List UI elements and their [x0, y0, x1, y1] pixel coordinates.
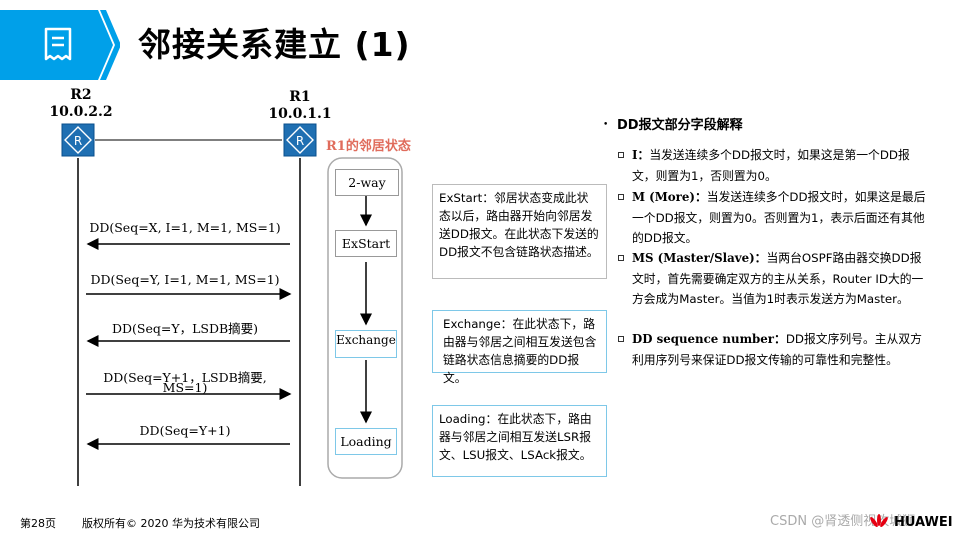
state-container	[327, 157, 403, 479]
info-box-exstart: ExStart：邻居状态变成此状态以后，路由器开始向邻居发送DD报文。在此状态下…	[432, 184, 607, 279]
brand-name: HUAWEI	[894, 515, 953, 530]
router-r2-name: R2	[70, 87, 92, 103]
field-ms-name: MS (Master/Slave)：	[632, 251, 767, 265]
field-i-desc: 当发送连续多个DD报文时，如果这是第一个DD报文，则置为1，否则置为0。	[632, 148, 910, 183]
router-r1-icon: R	[283, 123, 317, 157]
message-label-5: DD(Seq=Y+1)	[139, 423, 231, 438]
footer-copyright: 版权所有© 2020 华为技术有限公司	[82, 517, 260, 530]
document-list-icon	[44, 27, 72, 61]
title-banner	[0, 10, 120, 80]
message-label-4: DD(Seq=Y+1，LSDB摘要,	[103, 370, 267, 385]
message-label-4b: MS=1)	[162, 380, 208, 395]
message-label-1: DD(Seq=X, I=1, M=1, MS=1)	[89, 220, 281, 235]
field-seq-desc: DD报文序列号。主从双方利用序列号来保证DD报文传输的可靠性和完整性。	[632, 332, 922, 367]
field-ms-desc: 当两台OSPF路由器交换DD报文时，首先需要确定双方的主从关系，Router I…	[632, 251, 924, 306]
field-m: M (More)：当发送连续多个DD报文时，如果这是最后一个DD报文，则置为0。…	[618, 187, 928, 249]
svg-text:R: R	[296, 134, 304, 148]
svg-text:R: R	[74, 134, 82, 148]
page-title: 邻接关系建立 (1)	[138, 25, 411, 64]
message-label-3: DD(Seq=Y，LSDB摘要)	[111, 321, 259, 336]
explain-heading: DD报文部分字段解释	[617, 118, 743, 133]
info-box-loading: Loading：在此状态下，路由器与邻居之间相互发送LSR报文、LSU报文、LS…	[432, 405, 607, 477]
huawei-logo-icon	[870, 514, 888, 528]
state-2way: 2-way	[335, 169, 399, 196]
field-seq-name: DD sequence number：	[632, 332, 786, 346]
field-ms: MS (Master/Slave)：当两台OSPF路由器交换DD报文时，首先需要…	[618, 248, 928, 310]
bullet-dot: •	[603, 120, 609, 130]
router-r1-ip: 10.0.1.1	[268, 106, 332, 122]
info-box-exchange: Exchange：在此状态下，路由器与邻居之间相互发送包含链路状态信息摘要的DD…	[432, 310, 607, 385]
field-i-name: I：	[632, 148, 650, 162]
field-i: I：当发送连续多个DD报文时，如果这是第一个DD报文，则置为1，否则置为0。	[618, 145, 928, 186]
state-exstart: ExStart	[335, 230, 397, 257]
footer-page: 第28页	[20, 517, 56, 530]
state-exchange: Exchange	[335, 330, 397, 358]
router-r2-ip: 10.0.2.2	[49, 104, 113, 120]
field-m-name: M (More)：	[632, 190, 707, 204]
neighbor-state-label: R1的邻居状态	[326, 139, 411, 154]
field-seq: DD sequence number：DD报文序列号。主从双方利用序列号来保证D…	[618, 329, 928, 370]
state-loading: Loading	[335, 428, 397, 455]
field-m-desc: 当发送连续多个DD报文时，如果这是最后一个DD报文，则置为0。否则置为1，表示后…	[632, 190, 926, 245]
router-r2-icon: R	[61, 123, 95, 157]
message-label-2: DD(Seq=Y, I=1, M=1, MS=1)	[90, 272, 280, 287]
router-r1-name: R1	[289, 89, 311, 105]
